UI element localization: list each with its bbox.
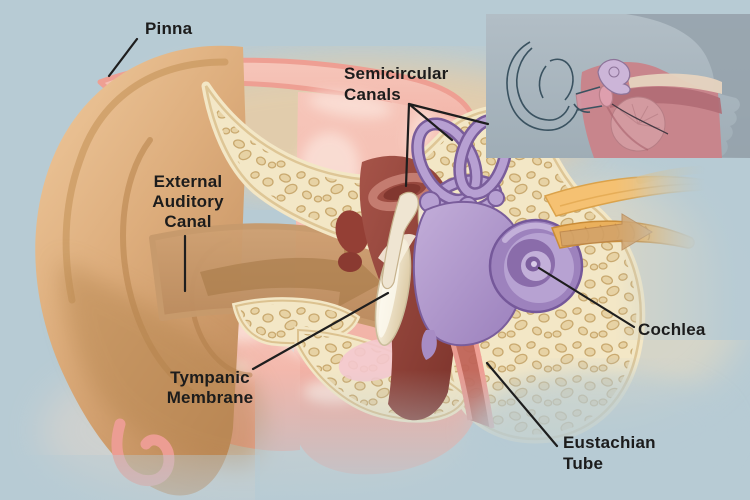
- edge-fades: [0, 120, 750, 500]
- semicircular-canals-leader-line-2: [407, 102, 454, 142]
- sound-direction-arrow: [200, 247, 382, 307]
- cochlea-leader-line: [537, 266, 636, 329]
- inset-ear-outline: [506, 41, 603, 131]
- pinna-leader-line: [107, 37, 139, 78]
- tympanic-membrane-leader-line: [251, 291, 390, 371]
- eustachian-tube-leader-line: [485, 361, 559, 448]
- malleus: [381, 191, 419, 290]
- eustachian-tube-label: Eustachian Tube: [563, 433, 656, 473]
- semicircular-canals-leader-line-1: [404, 102, 411, 188]
- vestibule: [412, 200, 526, 347]
- inset-head-profile: [486, 14, 750, 158]
- external-auditory-canal-label: External Auditory Canal: [152, 172, 224, 231]
- cochlea-label: Cochlea: [638, 320, 706, 339]
- pinna-label: Pinna: [145, 19, 193, 38]
- tympanic-membrane-label: Tympanic Membrane: [166, 368, 254, 407]
- pinna-shape: [35, 45, 265, 496]
- semicircular-canals-label: Semicircular Canals: [344, 64, 449, 104]
- leader-lines: [107, 37, 636, 448]
- face-silhouette: [626, 14, 750, 158]
- inset-eustachian-line: [611, 103, 669, 135]
- semicircular-canals-leader-line-3: [407, 102, 490, 126]
